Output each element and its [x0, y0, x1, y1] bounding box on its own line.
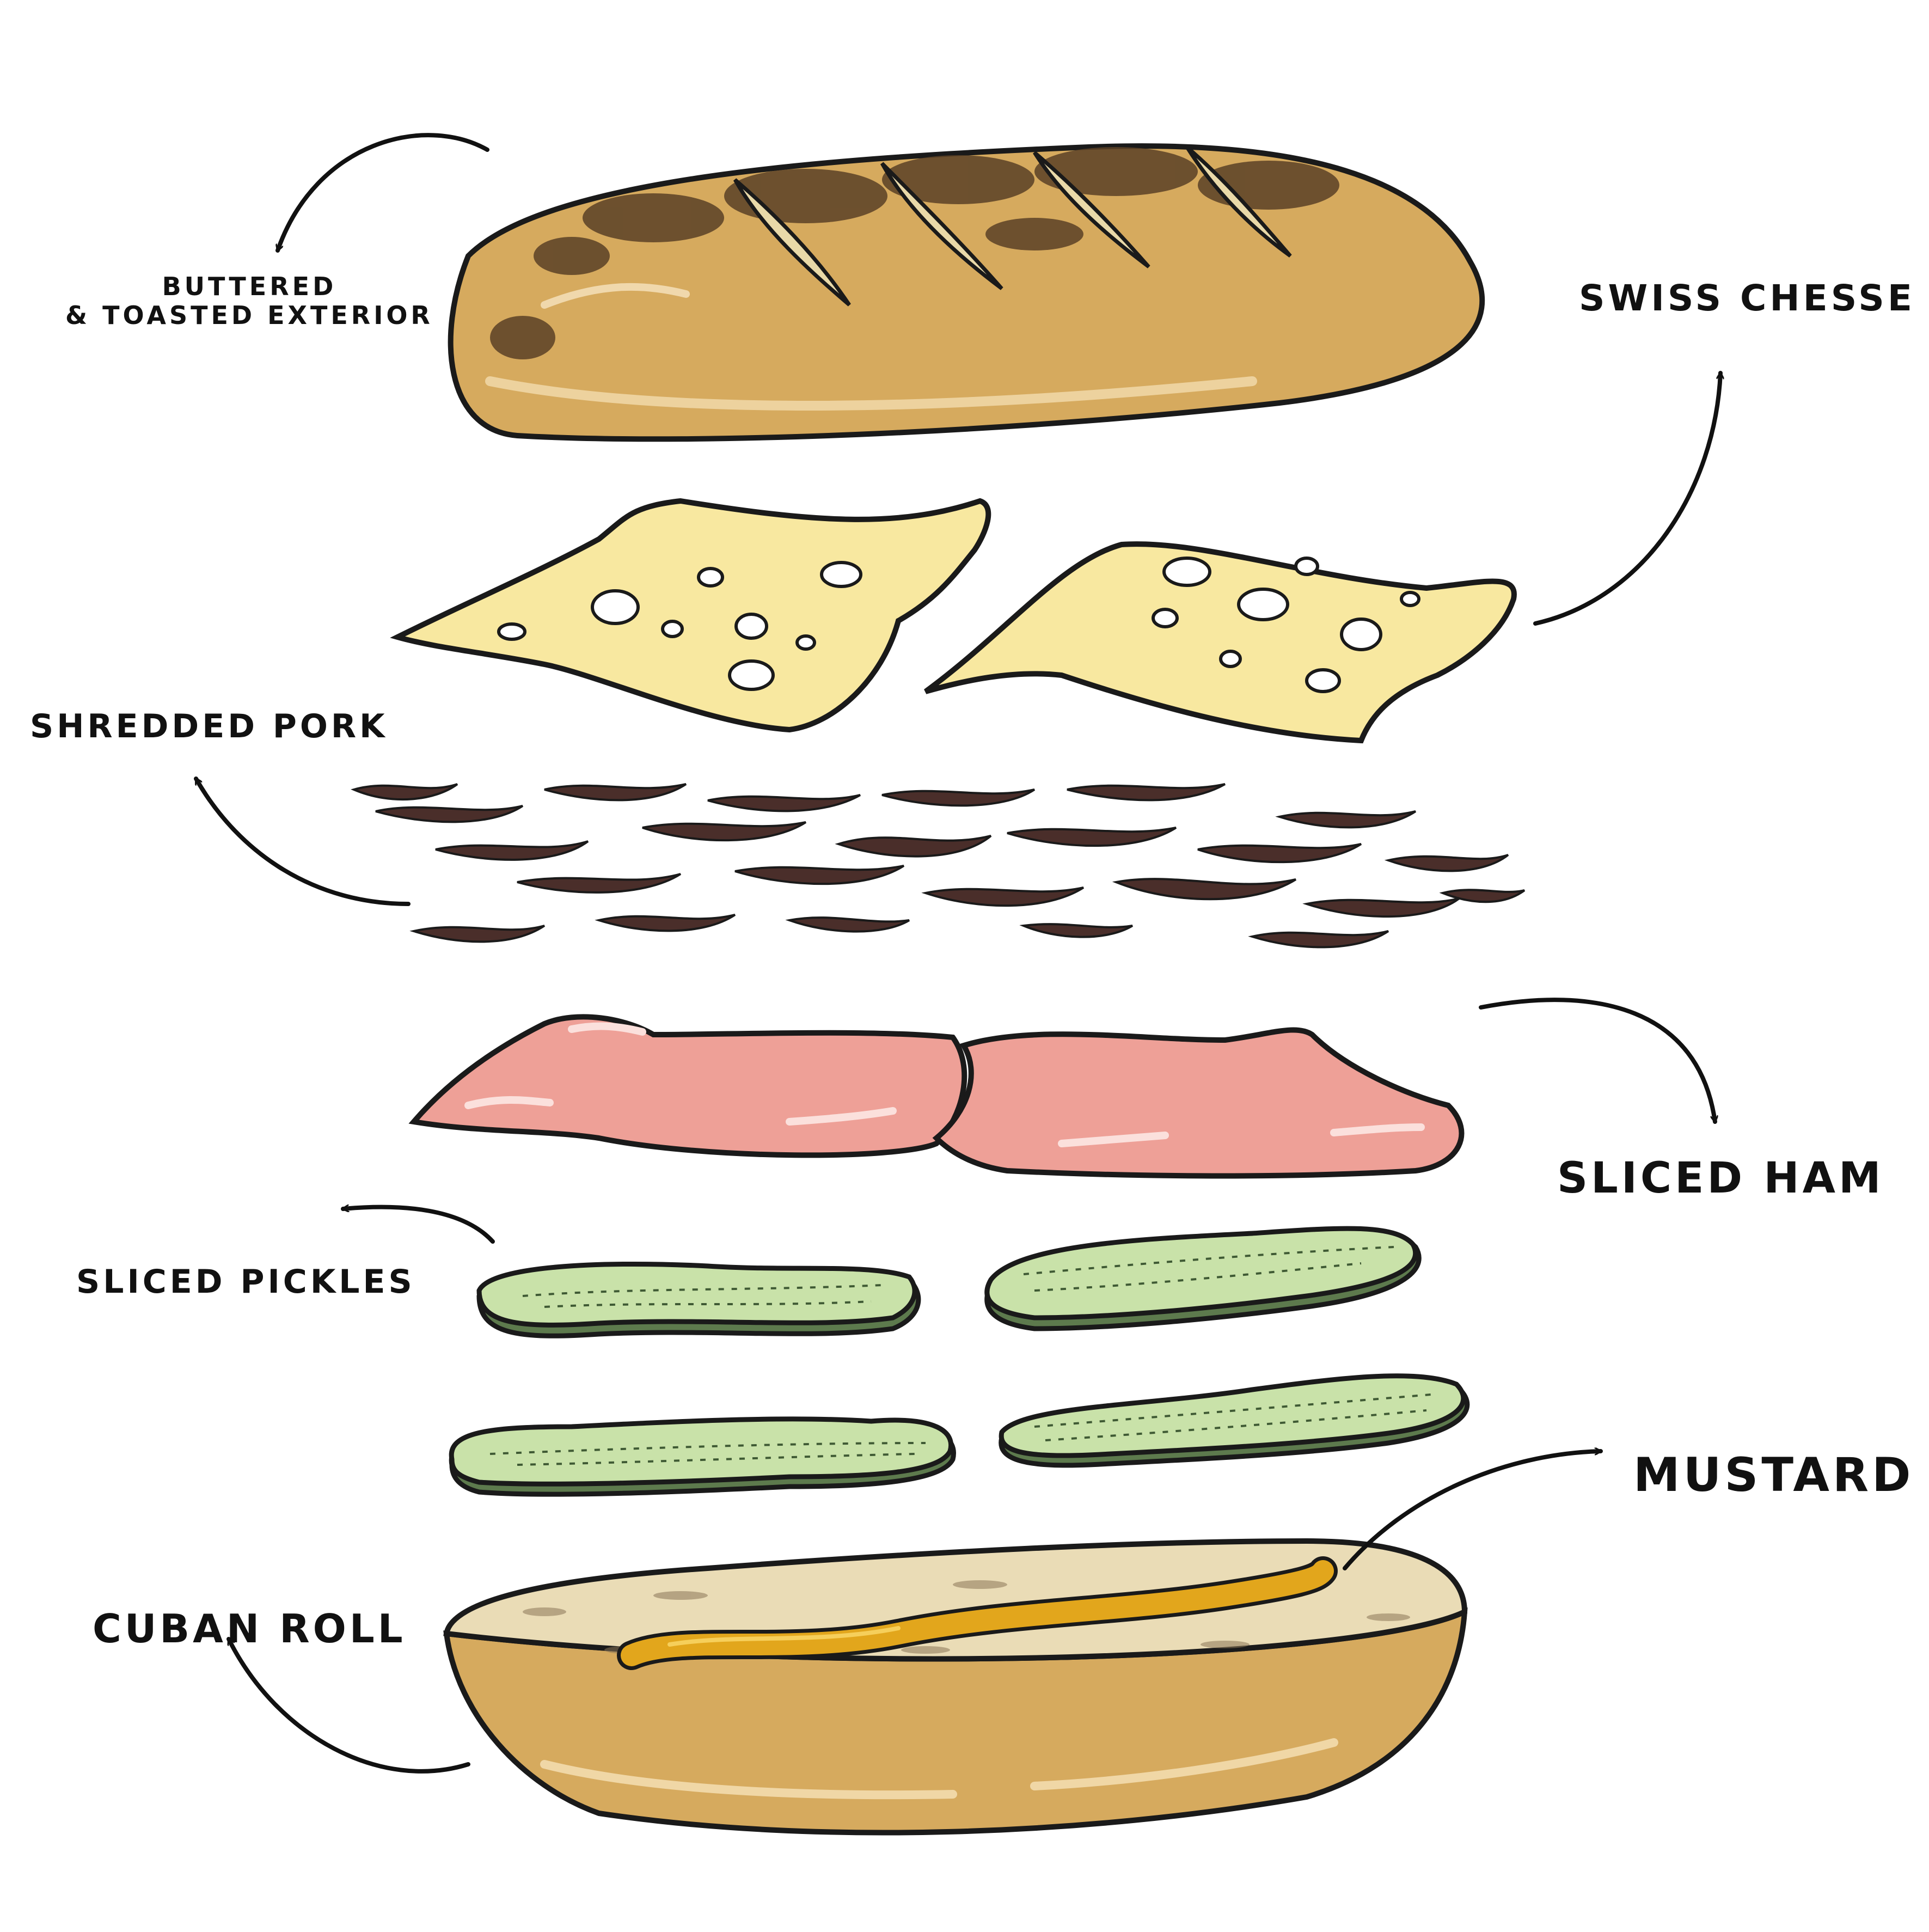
- shredded-pork: [351, 783, 1526, 949]
- sliced-pickles: [449, 1226, 1470, 1497]
- pickle-seeds: [489, 1246, 1438, 1466]
- pickle-slice: [984, 1226, 1422, 1331]
- ham-slice-right: [932, 1027, 1465, 1179]
- label-bread-line2: & Toasted exterior: [65, 300, 433, 330]
- cuban-roll-bottom: [443, 1538, 1468, 1836]
- ham-slice-left: [408, 1014, 967, 1158]
- pickle-slice: [476, 1261, 921, 1338]
- top-bread-loaf: [448, 143, 1485, 442]
- arrow-pickles: [341, 1207, 495, 1244]
- arrow-mustard: [1343, 1451, 1603, 1570]
- arrow-roll: [226, 1637, 470, 1774]
- swiss-cheese-slices: [390, 498, 1517, 744]
- arrow-swiss: [1533, 371, 1720, 626]
- score-cuts: [733, 145, 1292, 307]
- label-sliced-pickles: Sliced pickles: [76, 1263, 415, 1301]
- arrow-pork: [194, 777, 411, 906]
- cheese-slice-left: [390, 498, 991, 733]
- label-buttered-toasted: Buttered & Toasted exterior: [65, 272, 433, 330]
- pickle-slice: [449, 1416, 956, 1497]
- cheese-holes: [497, 557, 1420, 693]
- callout-arrows: [194, 133, 1720, 1774]
- label-sliced-ham: Sliced ham: [1557, 1154, 1884, 1203]
- roll-crumb: [443, 1538, 1468, 1662]
- label-swiss-cheese: Swiss chesse: [1579, 277, 1915, 319]
- label-shredded-pork: Shredded pork: [30, 707, 388, 745]
- cheese-slice-right: [924, 541, 1517, 744]
- label-mustard: Mustard: [1633, 1448, 1914, 1502]
- arrow-ham: [1479, 998, 1715, 1124]
- arrow-bread: [278, 133, 489, 250]
- pickle-slice: [999, 1373, 1470, 1468]
- label-cuban-roll: Cuban roll: [93, 1606, 406, 1652]
- sliced-ham: [408, 1014, 1465, 1179]
- label-bread-line1: Buttered: [162, 272, 337, 301]
